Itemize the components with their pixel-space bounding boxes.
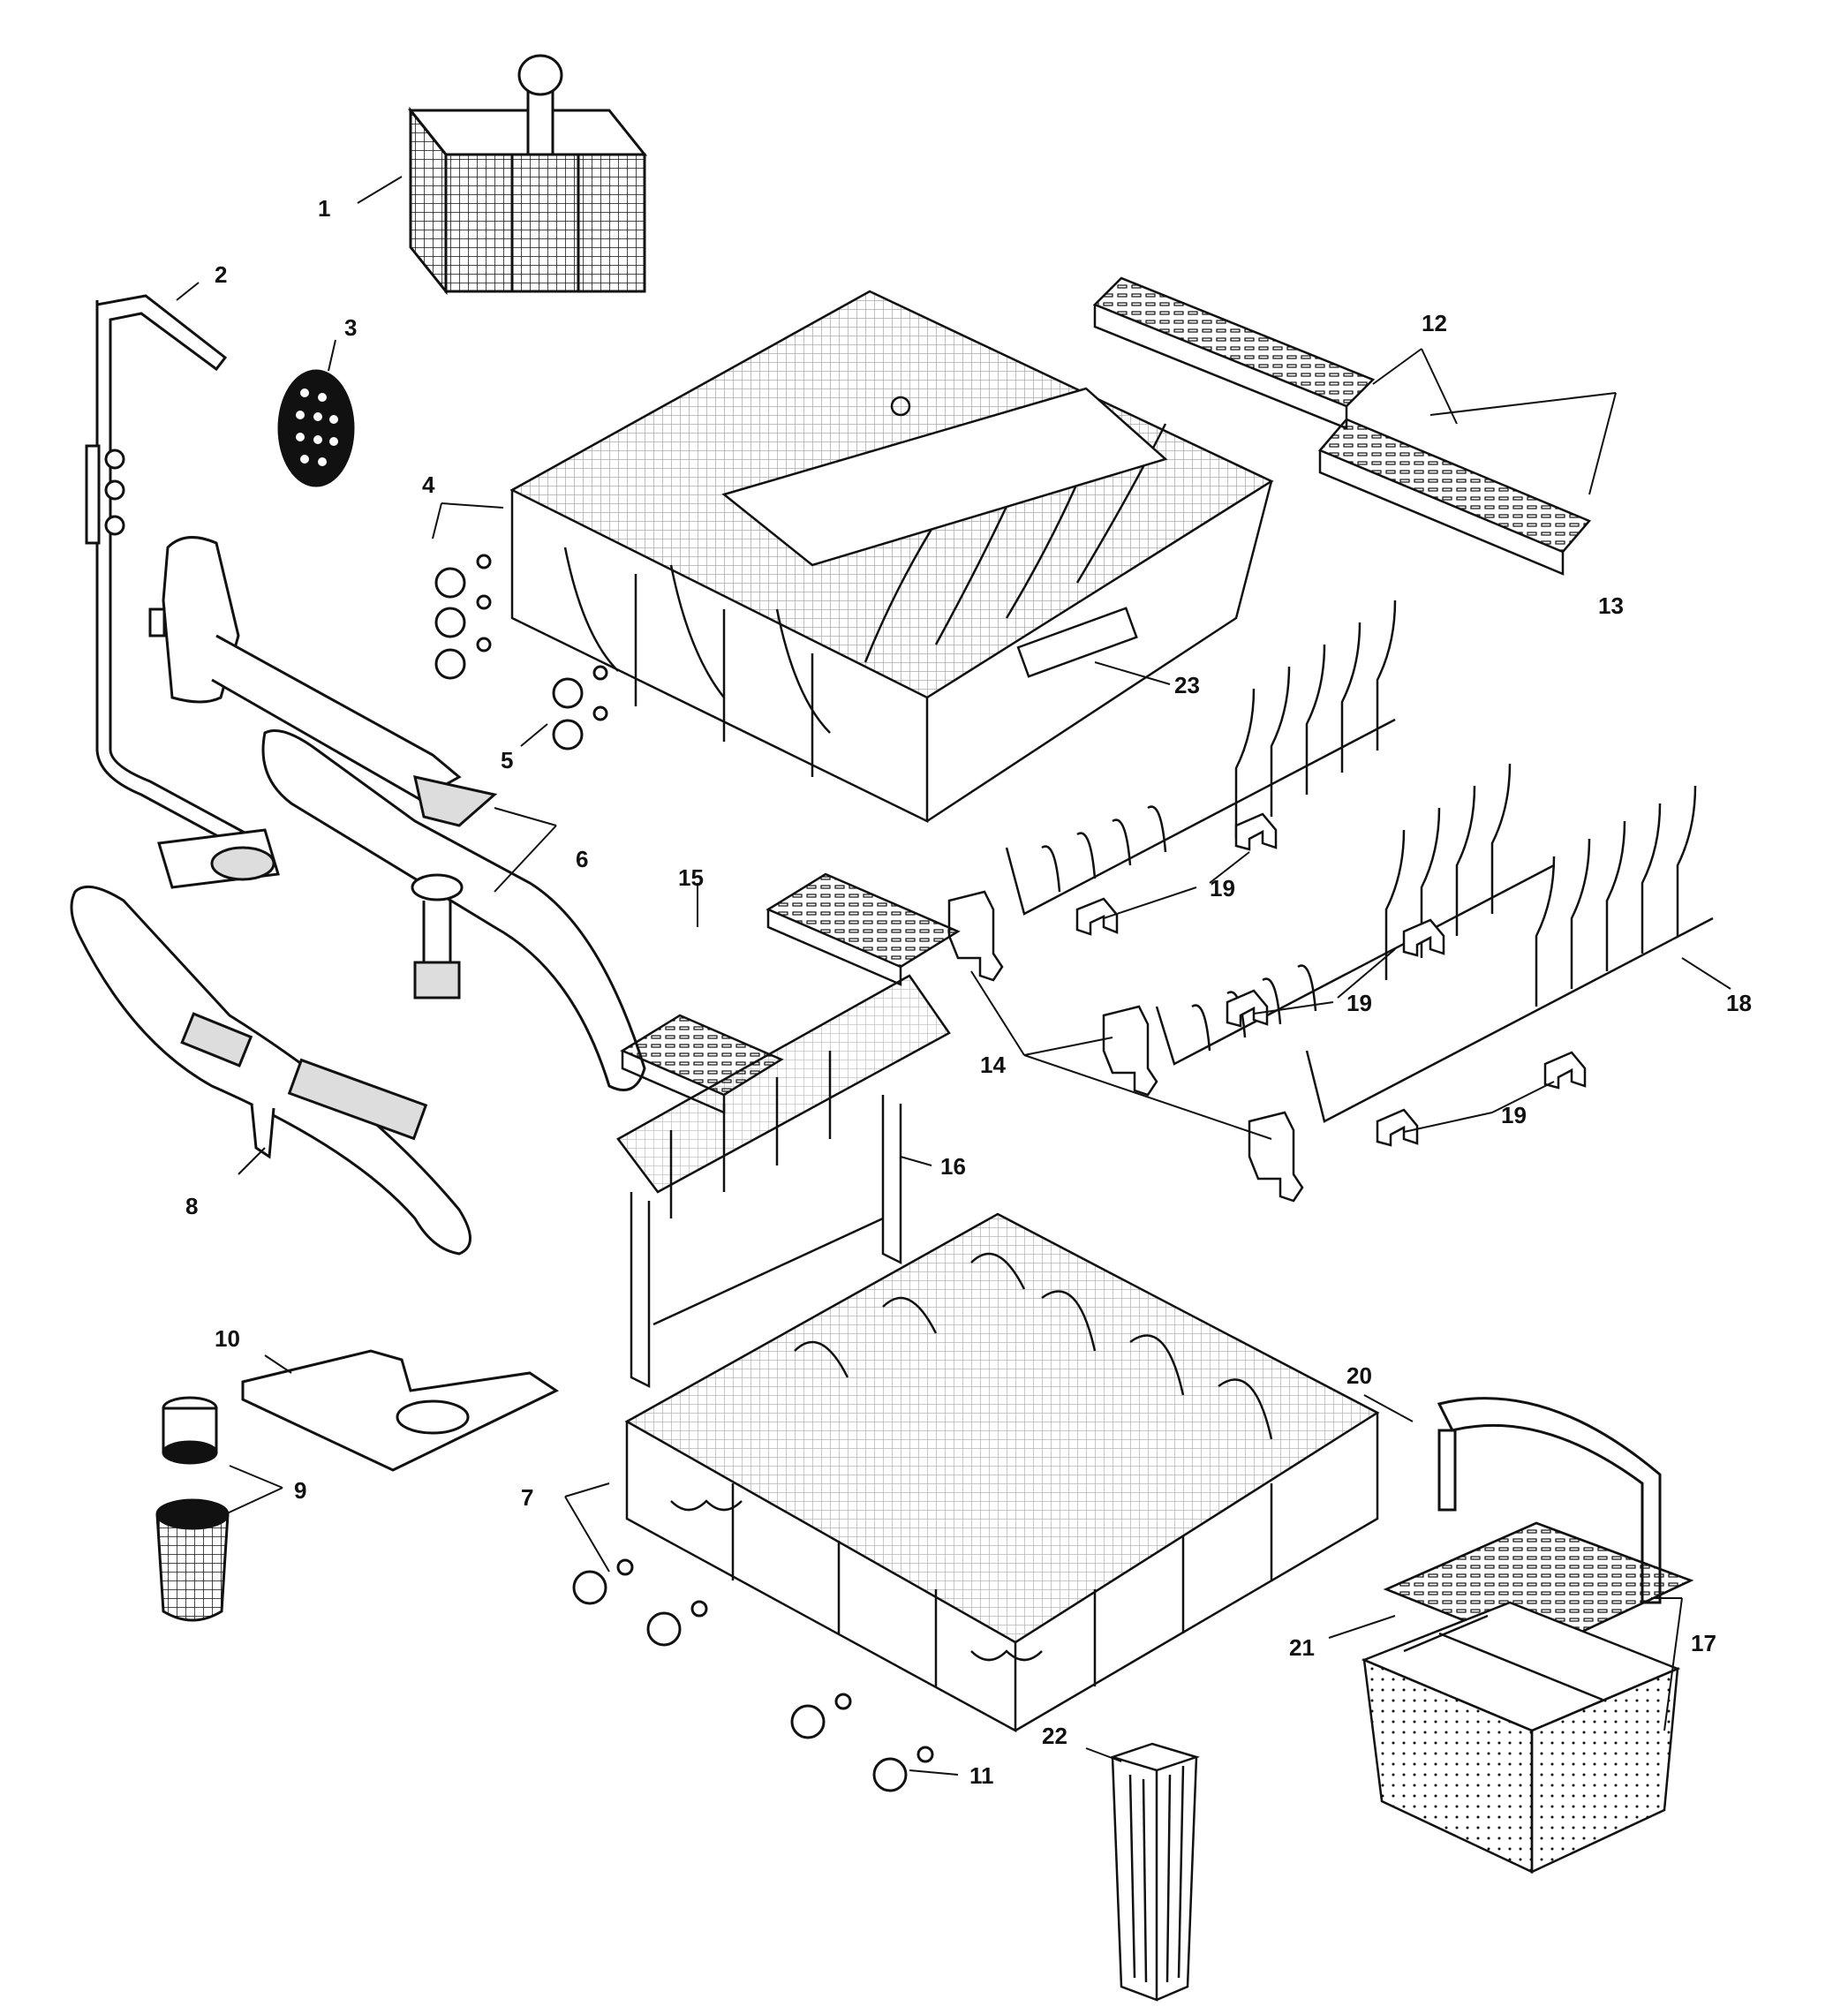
part-22-small-basket [1113, 1744, 1196, 2000]
part-10-sump-cover [243, 1351, 556, 1470]
part-11-lower-rack-wheels [792, 1694, 932, 1791]
part-3-filter-disc [279, 371, 353, 486]
part-8-lower-spray-arm [72, 886, 471, 1254]
callout-6: 6 [576, 846, 588, 872]
callout-11: 11 [969, 1762, 994, 1789]
part-13-tine-rows [1007, 600, 1554, 1064]
callout-15: 15 [678, 864, 704, 891]
upper-rack [512, 291, 1271, 821]
callout-12: 12 [1422, 310, 1447, 336]
leader-lines [176, 176, 1731, 1776]
callout-labels: 1 2 3 4 5 6 7 8 9 10 11 12 13 14 15 16 1… [185, 195, 1752, 1789]
part-19-clips [1077, 814, 1585, 1145]
part-5-upper-rack-wheels [554, 667, 607, 749]
callout-9: 9 [294, 1477, 306, 1504]
part-9-filter-assembly [157, 1398, 228, 1620]
callout-20: 20 [1346, 1362, 1372, 1389]
callout-19-c: 19 [1501, 1102, 1527, 1128]
part-7-lower-rack-wheels [574, 1560, 706, 1645]
part-20-basket-handle [1439, 1399, 1660, 1603]
callout-1: 1 [318, 195, 330, 222]
callout-4: 4 [422, 471, 435, 498]
callout-16: 16 [940, 1153, 966, 1180]
callout-3: 3 [344, 314, 357, 341]
callout-18: 18 [1726, 990, 1752, 1016]
callout-13: 13 [1598, 592, 1624, 619]
callout-8: 8 [185, 1193, 198, 1219]
part-18-tine-row [1307, 786, 1713, 1121]
part-12-cup-shelves [1095, 278, 1589, 574]
callout-19-b: 19 [1346, 990, 1372, 1016]
callout-5: 5 [501, 747, 513, 773]
callout-14: 14 [980, 1052, 1006, 1078]
lower-rack [627, 1214, 1377, 1731]
part-4-upper-rack-wheels [436, 555, 490, 678]
callout-17: 17 [1691, 1630, 1716, 1656]
part-2-upper-spray-tube [87, 296, 278, 887]
part-16-cup-shelf-frame [618, 976, 949, 1386]
callout-22: 22 [1042, 1723, 1067, 1749]
callout-21: 21 [1289, 1634, 1315, 1661]
part-1-cutlery-basket [411, 56, 645, 291]
callout-23: 23 [1174, 672, 1200, 698]
callout-19-a: 19 [1210, 875, 1235, 901]
part-14-rack-stops [949, 892, 1302, 1201]
part-6-upper-spray-arm [150, 538, 645, 1090]
part-17-utensil-basket [1364, 1603, 1678, 1872]
callout-10: 10 [215, 1325, 240, 1352]
callout-7: 7 [521, 1484, 533, 1511]
callout-2: 2 [215, 261, 227, 288]
